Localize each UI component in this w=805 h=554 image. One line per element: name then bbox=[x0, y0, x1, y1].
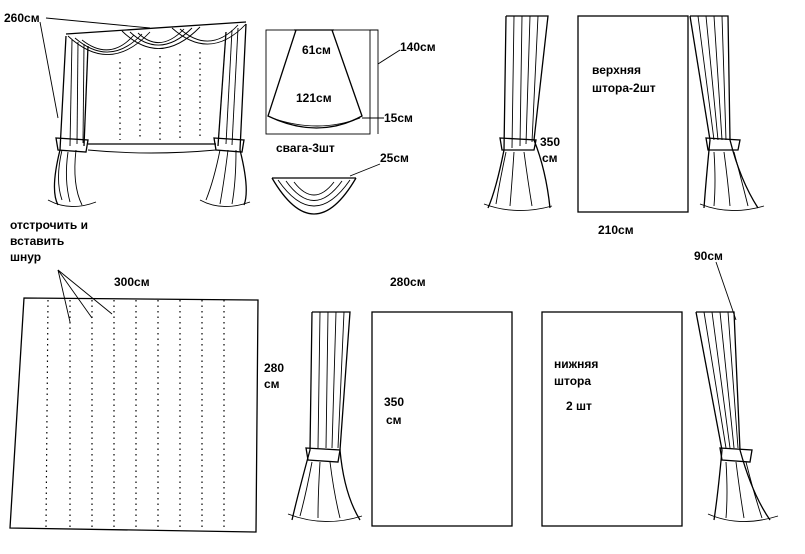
lower-curtain-height-value: 350 bbox=[384, 395, 404, 409]
lower-curtain-group: 280см 350 см нижняя штора 2 шт 90см bbox=[287, 249, 779, 527]
panel-height-value: 280 bbox=[264, 361, 284, 375]
upper-curtain-height-value: 350 bbox=[540, 135, 560, 149]
stitch-note-line1: отстрочить и bbox=[10, 218, 88, 232]
tieback-width-label: 90см bbox=[694, 249, 723, 263]
upper-curtain-group: верхняя штора-2шт 350 см 210см bbox=[483, 15, 765, 237]
window-width-label: 260см bbox=[4, 11, 40, 25]
lower-total-width-label: 280см bbox=[390, 275, 426, 289]
swag-bottom-label: 121см bbox=[296, 91, 332, 105]
sheer-panel-group: отстрочить и вставить шнур 300см 280 см bbox=[9, 218, 284, 533]
upper-curtain-height-unit: см bbox=[542, 151, 558, 165]
upper-curtain-name-line1: верхняя bbox=[592, 63, 641, 77]
swag-pleated-illustration: 25см bbox=[271, 151, 409, 215]
swag-depth-label: 25см bbox=[380, 151, 409, 165]
swag-top-label: 61см bbox=[302, 43, 331, 57]
upper-curtain-width-label: 210см bbox=[598, 223, 634, 237]
lower-curtain-name-line1: нижняя bbox=[554, 357, 598, 371]
lower-curtain-height-unit: см bbox=[386, 413, 402, 427]
swag-pattern-piece: 61см 140см 121см 15см свага-3шт bbox=[265, 29, 436, 155]
lower-curtain-name-line2: штора bbox=[554, 374, 591, 388]
stitch-note-line3: шнур bbox=[10, 250, 41, 264]
window-drapery-illustration: 260см bbox=[4, 11, 251, 207]
panel-width-label: 300см bbox=[114, 275, 150, 289]
lower-curtain-count-label: 2 шт bbox=[566, 399, 592, 413]
swag-count-label: свага-3шт bbox=[276, 141, 335, 155]
stitch-note-line2: вставить bbox=[10, 234, 64, 248]
swag-side-label: 140см bbox=[400, 40, 436, 54]
panel-height-unit: см bbox=[264, 377, 280, 391]
upper-curtain-name-line2: штора-2шт bbox=[592, 81, 656, 95]
swag-drop-label: 15см bbox=[384, 111, 413, 125]
